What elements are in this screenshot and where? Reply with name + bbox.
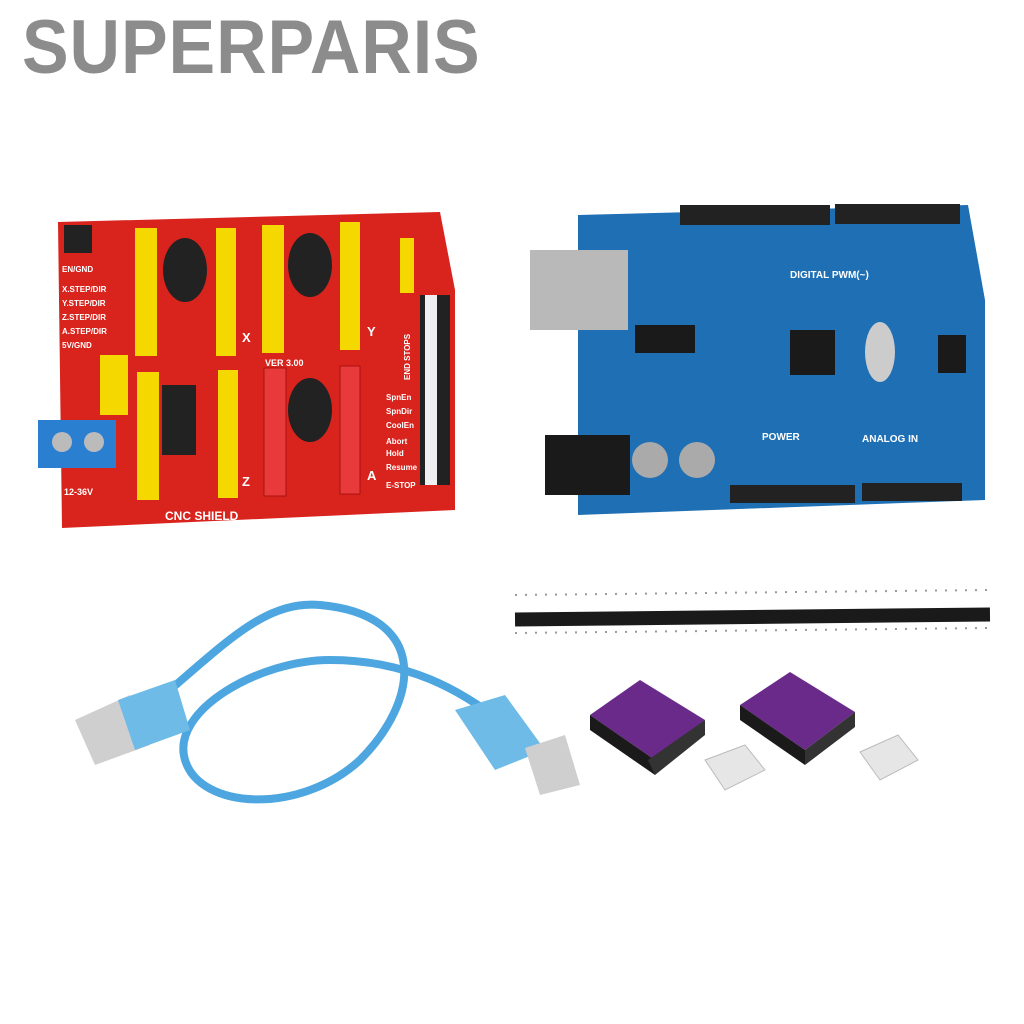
usb-cable — [75, 600, 580, 804]
reset-button — [64, 225, 92, 253]
svg-text:Hold: Hold — [386, 449, 404, 458]
heatsink-1 — [704, 744, 766, 791]
stepper-driver-1 — [590, 680, 705, 775]
svg-text:X.STEP/DIR: X.STEP/DIR — [62, 285, 107, 294]
svg-text:Abort: Abort — [386, 437, 408, 446]
cnc-shield-board: CNC SHIELD VER 3.00 12-36V EN/GND X.STEP… — [38, 212, 455, 528]
analog-label: ANALOG IN — [862, 434, 918, 445]
heatsink-2 — [859, 734, 919, 781]
svg-text:SpnDir: SpnDir — [386, 407, 412, 416]
svg-text:5V/GND: 5V/GND — [62, 341, 92, 350]
svg-text:Resume: Resume — [386, 463, 418, 472]
svg-text:CoolEn: CoolEn — [386, 421, 414, 430]
cnc-version: VER 3.00 — [265, 358, 304, 368]
svg-text:END STOPS: END STOPS — [403, 333, 412, 380]
cnc-title: CNC SHIELD — [165, 509, 239, 523]
svg-text:X: X — [242, 330, 251, 345]
cnc-voltage: 12-36V — [64, 487, 93, 497]
svg-text:Y.STEP/DIR: Y.STEP/DIR — [62, 299, 106, 308]
svg-text:A.STEP/DIR: A.STEP/DIR — [62, 327, 107, 336]
uno-board: DIGITAL PWM(~) POWER ANALOG IN — [530, 204, 985, 515]
svg-text:E-STOP: E-STOP — [386, 481, 416, 490]
power-label: POWER — [762, 432, 801, 443]
usb-b-port — [530, 250, 628, 330]
usb-b-plug — [455, 695, 545, 770]
microcontroller — [790, 330, 835, 375]
svg-text:Z.STEP/DIR: Z.STEP/DIR — [62, 313, 106, 322]
svg-text:Y: Y — [367, 324, 376, 339]
power-terminal — [38, 420, 116, 468]
svg-text:A: A — [367, 468, 377, 483]
pin-header-strip — [514, 589, 991, 634]
digital-label: DIGITAL PWM(~) — [790, 270, 869, 281]
svg-text:EN/GND: EN/GND — [62, 265, 93, 274]
stepper-driver-2 — [740, 672, 855, 765]
brand-watermark: SUPERPARIS — [22, 5, 481, 90]
svg-text:Z: Z — [242, 474, 250, 489]
svg-text:SpnEn: SpnEn — [386, 393, 411, 402]
dc-jack — [545, 435, 630, 495]
